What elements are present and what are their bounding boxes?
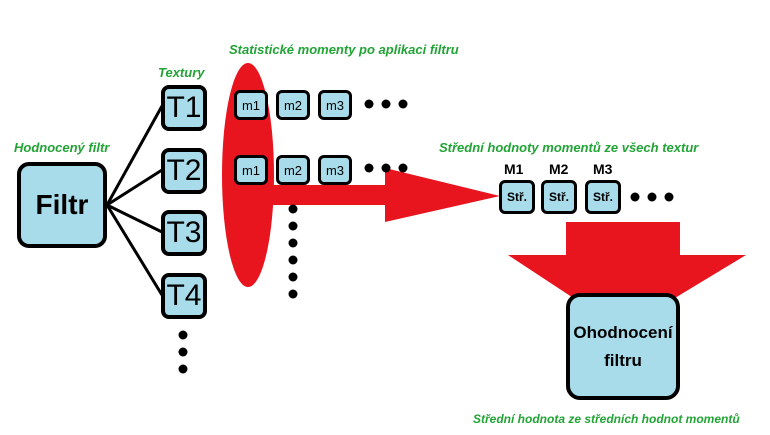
mean-header-m3: M3 [593,161,613,177]
moment-m3-row2: m3 [318,155,352,185]
mean-header-m2: M2 [549,161,569,177]
result-label: Střední hodnota ze středních hodnot mome… [473,412,740,426]
ellipsis-row-2 [364,163,408,173]
result-box: Ohodnocení filtru [566,293,680,400]
result-line-1: Ohodnocení [573,323,673,343]
connector-t3 [106,203,163,234]
texture-t1: T1 [161,85,207,131]
ellipsis-means [630,192,674,202]
filter-box: Filtr [17,162,107,248]
arrow-to-means [250,168,500,222]
ellipsis-row-1 [364,99,408,109]
filter-label: Hodnocený filtr [14,140,110,155]
texture-t3: T3 [161,210,207,256]
moment-m1-row2: m1 [234,155,268,185]
means-label: Střední hodnoty momentů ze všech textur [439,140,699,155]
moment-m2-row1: m2 [276,90,310,120]
mean-cell-3: Stř. [585,180,621,214]
textures-label: Textury [158,65,205,80]
moment-m2-row2: m2 [276,155,310,185]
connector-t4 [105,204,164,296]
moment-m3-row1: m3 [318,90,352,120]
mean-cell-2: Stř. [541,180,577,214]
moments-label: Statistické momenty po aplikaci filtru [229,42,459,57]
connector-t2 [106,168,163,207]
texture-t2: T2 [161,148,207,194]
filter-connectors [105,105,164,296]
mean-cell-1: Stř. [499,180,535,214]
texture-t4: T4 [161,273,207,319]
connector-t1 [105,105,164,206]
result-line-2: filtru [604,350,642,370]
mean-header-m1: M1 [504,161,524,177]
ellipsis-textures-vertical [178,330,188,374]
moment-m1-row1: m1 [234,90,268,120]
arrow-to-result [508,222,746,330]
ellipsis-moments-vertical [288,204,298,299]
